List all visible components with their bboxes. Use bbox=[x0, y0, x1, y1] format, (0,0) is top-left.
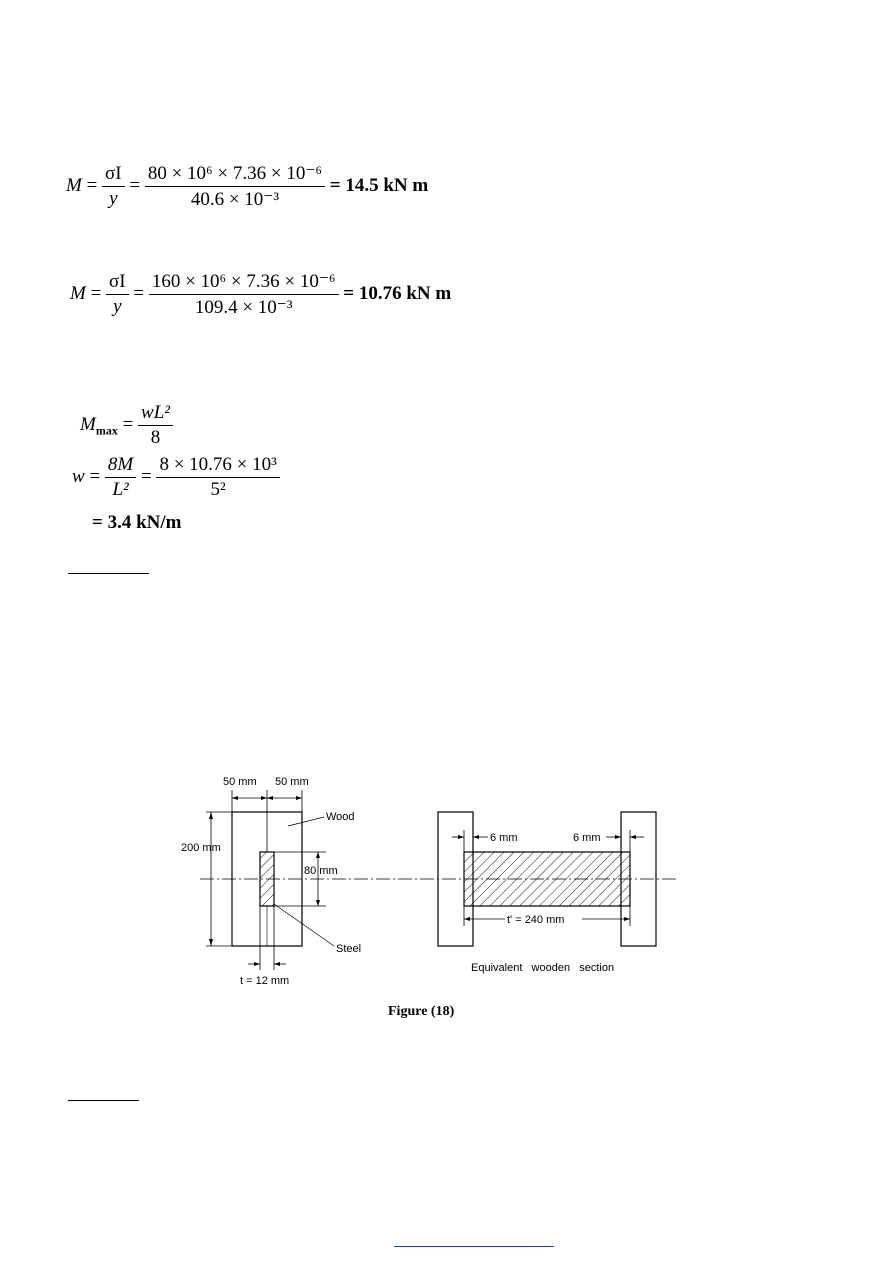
equation-moment-2: M = σI y = 160 × 10⁶ × 7.36 × 10⁻⁶ 109.4… bbox=[70, 270, 452, 319]
dim-50mm-right: 50 mm bbox=[275, 776, 309, 788]
composite-section: 50 mm 50 mm Wood 200 mm 80 mm Steel t = … bbox=[181, 776, 361, 987]
eq2-lhs: M bbox=[70, 282, 86, 304]
eq1-rhs-num: 80 × 10⁶ × 7.36 × 10⁻⁶ bbox=[144, 162, 326, 187]
eq1-fraction-values: 80 × 10⁶ × 7.36 × 10⁻⁶ 40.6 × 10⁻³ bbox=[144, 162, 326, 211]
equation-w: w = 8M L² = 8 × 10.76 × 10³ 5² bbox=[72, 454, 280, 501]
eq2-rhs-num: 160 × 10⁶ × 7.36 × 10⁻⁶ bbox=[148, 270, 339, 295]
label-equivalent-wooden-section: Equivalent wooden section bbox=[471, 962, 614, 974]
equation-w-result: = 3.4 kN/m bbox=[92, 512, 181, 534]
eq4-rhs-num: 8 × 10.76 × 10³ bbox=[156, 454, 280, 478]
equivalent-wooden-section: 6 mm 6 mm t' = 240 mm Equivalent wooden … bbox=[437, 811, 657, 974]
eq4-frac-num: 8M bbox=[104, 454, 137, 478]
eq4-lhs: w bbox=[72, 465, 85, 487]
eq3-fraction: wL² 8 bbox=[138, 402, 173, 449]
eq1-lhs: M bbox=[66, 174, 82, 196]
eq1-result: = 14.5 kN m bbox=[329, 174, 429, 196]
equation-moment-1: M = σI y = 80 × 10⁶ × 7.36 × 10⁻⁶ 40.6 ×… bbox=[66, 162, 429, 211]
equation-mmax: Mmax = wL² 8 bbox=[80, 402, 173, 449]
eq3-num: wL² bbox=[138, 402, 173, 426]
eq5-result: = 3.4 kN/m bbox=[92, 512, 182, 533]
eq1-rhs-den: 40.6 × 10⁻³ bbox=[190, 189, 280, 210]
eq2-frac-num: σI bbox=[106, 271, 129, 295]
eq1-fraction-sigma-i-over-y: σI y bbox=[102, 163, 125, 210]
eq3-den: 8 bbox=[150, 427, 161, 448]
eq1-frac-num: σI bbox=[102, 163, 125, 187]
eq2-fraction-sigma-i-over-y: σI y bbox=[106, 271, 129, 318]
eq4-rhs-den: 5² bbox=[210, 479, 226, 500]
eq4-frac-den: L² bbox=[112, 479, 129, 500]
dim-200mm: 200 mm bbox=[181, 842, 221, 854]
footer-link[interactable] bbox=[394, 1246, 554, 1247]
dim-6mm-left: 6 mm bbox=[490, 832, 518, 844]
equivalent-web bbox=[463, 851, 631, 907]
eq2-fraction-values: 160 × 10⁶ × 7.36 × 10⁻⁶ 109.4 × 10⁻³ bbox=[148, 270, 339, 319]
label-steel: Steel bbox=[336, 943, 361, 955]
eq4-fraction-values: 8 × 10.76 × 10³ 5² bbox=[156, 454, 280, 501]
eq2-frac-den: y bbox=[113, 296, 122, 317]
label-wood: Wood bbox=[326, 811, 355, 823]
dim-80mm: 80 mm bbox=[304, 865, 338, 877]
dim-t-prime-240mm: t' = 240 mm bbox=[507, 914, 564, 926]
figure-caption: Figure (18) bbox=[388, 1004, 455, 1019]
eq3-lhs: M bbox=[80, 413, 96, 435]
dim-6mm-right: 6 mm bbox=[573, 832, 601, 844]
eq4-fraction-symbolic: 8M L² bbox=[104, 454, 137, 501]
figure-18-diagram: 50 mm 50 mm Wood 200 mm 80 mm Steel t = … bbox=[181, 776, 676, 987]
dim-t-12mm: t = 12 mm bbox=[240, 975, 289, 987]
eq2-result: = 10.76 kN m bbox=[343, 282, 452, 304]
eq3-lhs-sub: max bbox=[95, 423, 118, 438]
section-underline-1 bbox=[68, 573, 149, 574]
dim-50mm-left: 50 mm bbox=[223, 776, 257, 788]
eq2-rhs-den: 109.4 × 10⁻³ bbox=[194, 297, 293, 318]
section-underline-2 bbox=[68, 1100, 139, 1101]
eq1-frac-den: y bbox=[109, 188, 118, 209]
